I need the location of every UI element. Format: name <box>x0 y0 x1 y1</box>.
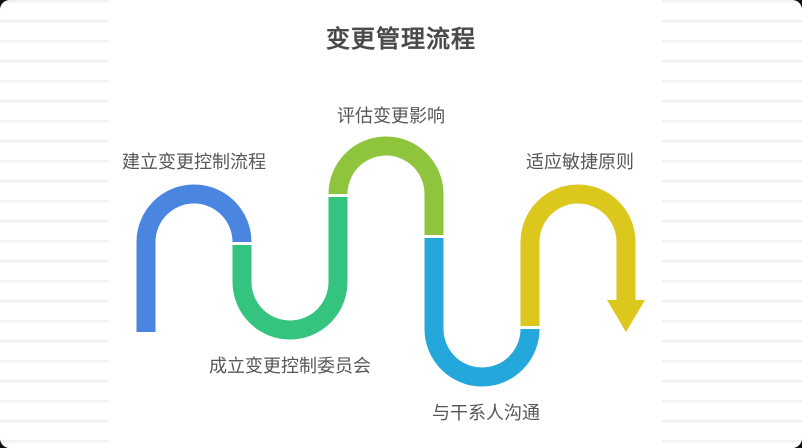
step-label-2: 成立变更控制委员会 <box>209 356 371 376</box>
diagram-title: 变更管理流程 <box>326 26 476 53</box>
arrow-down-icon <box>607 300 645 332</box>
step-label-3: 评估变更影响 <box>337 106 445 126</box>
ruled-lines-right <box>662 0 802 448</box>
flow-segment-2 <box>232 197 348 340</box>
flow-segment-4 <box>424 238 540 387</box>
step-label-1: 建立变更控制流程 <box>122 152 266 172</box>
step-label-4: 与干系人沟通 <box>432 403 540 423</box>
flow-segment-3 <box>328 136 444 235</box>
step-label-5: 适应敏捷原则 <box>526 152 634 172</box>
ruled-lines-left <box>0 0 108 448</box>
flow-segment-5 <box>520 184 636 326</box>
center-panel <box>108 0 662 448</box>
flow-segment-1 <box>136 184 252 332</box>
